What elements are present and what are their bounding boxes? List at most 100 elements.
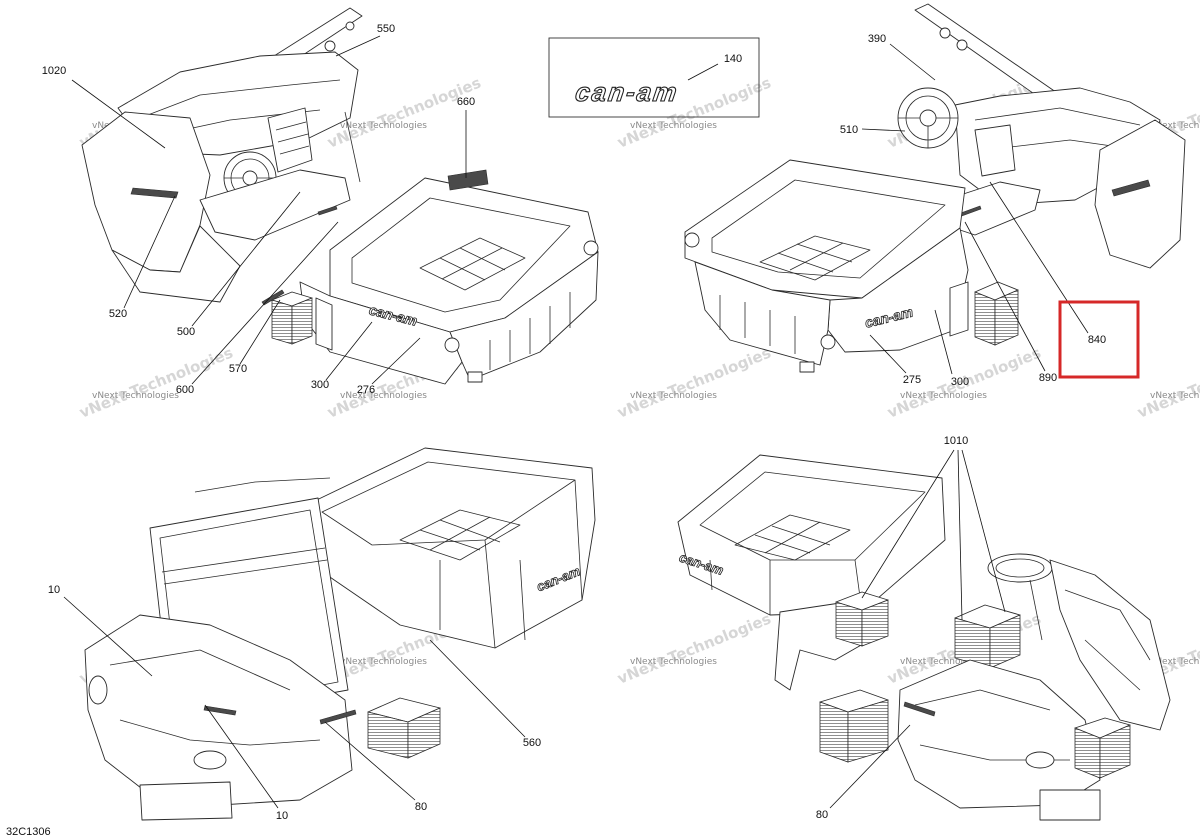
watermark-text: vNext Technologies [630, 657, 717, 667]
watermark-text: vNext Technologies [1150, 391, 1200, 401]
front-bumper [139, 781, 233, 821]
callout-label: 520 [109, 308, 127, 320]
right-fender [1094, 119, 1186, 269]
callout-label: 275 [903, 374, 921, 386]
fender-decal [130, 187, 179, 199]
side-panel [315, 297, 333, 351]
callout-label: 276 [357, 384, 375, 396]
callout-label-highlighted: 840 [1088, 334, 1106, 346]
front-body [897, 659, 1101, 809]
hitch [799, 361, 815, 373]
vehicle-view-exploded: can-am [677, 454, 1171, 821]
cargo-floor-grid [759, 235, 871, 281]
cargo-box: can-am [677, 454, 946, 616]
watermark-text: vNext Technologies [340, 121, 427, 131]
cargo-decal [447, 169, 489, 191]
can-am-logo: can-am [573, 77, 680, 107]
callout-label: 660 [457, 96, 475, 108]
watermark-text: vNext Technologies [92, 391, 179, 401]
hitch [467, 371, 483, 383]
steering-wheel [897, 87, 959, 149]
callout-label: 510 [840, 124, 858, 136]
body-decal [319, 709, 357, 725]
cargo-underbody [449, 251, 599, 381]
watermark-text: vNext Technologies [630, 121, 717, 131]
callout-label: 550 [377, 23, 395, 35]
vehicle-view-windshield: can-am [84, 447, 596, 821]
hood-decal [203, 705, 237, 716]
vehicle-view-front-left: can-am [81, 7, 599, 385]
hood-detail [109, 649, 321, 746]
watermark-text: vNext Technologies [630, 391, 717, 401]
gauge-cluster [267, 107, 313, 173]
callout-label: 500 [177, 326, 195, 338]
callout-label: 80 [816, 809, 828, 821]
callout-label: 890 [1039, 372, 1057, 384]
front-bumper [1039, 789, 1101, 821]
watermark-text: vNext Technologies [77, 344, 236, 422]
decal-stack [954, 604, 1021, 669]
highlight-box [1058, 300, 1140, 379]
gauge-cluster [974, 124, 1016, 177]
decal-stack [271, 291, 313, 345]
watermark-text: vNext Technologies [340, 657, 427, 667]
decal-stack [835, 591, 889, 647]
watermark-text: vNext Technologies [1150, 657, 1200, 667]
roll-bar-clamp [956, 39, 968, 51]
center-console [199, 169, 351, 241]
side-panel [949, 281, 969, 337]
cargo-floor-grid [734, 514, 851, 561]
callout-label: 80 [415, 801, 427, 813]
console-decal [317, 205, 338, 216]
roll-bar-clamp [939, 27, 951, 39]
headlight [193, 750, 227, 770]
callout-label: 1010 [944, 435, 968, 447]
watermark-text: vNext Technologies [900, 657, 987, 667]
watermark-text: vNext Technologies [615, 610, 774, 688]
callout-label: 560 [523, 737, 541, 749]
diagram-code: 32C1306 [6, 826, 51, 838]
callout-label: 600 [176, 384, 194, 396]
tail-light [444, 337, 460, 353]
callout-label: 390 [868, 33, 886, 45]
watermark-text: vNext Technologies [900, 391, 987, 401]
callout-label: 1020 [42, 65, 66, 77]
logo-decal-panel: can-am 140 [548, 37, 760, 118]
tail-light [820, 334, 836, 350]
callout-label: 140 [724, 53, 742, 65]
cargo-box: can-am [299, 447, 596, 649]
callouts-bottom-left: 10 10 560 80 [48, 584, 541, 822]
callout-label: 10 [48, 584, 60, 596]
roll-bar-clamp [324, 40, 336, 52]
dash-side-panel [1049, 559, 1171, 731]
dash-side-detail [1064, 589, 1151, 691]
watermark-text: vNext Technologies [615, 344, 774, 422]
watermark-text: vNext Technologies [340, 391, 427, 401]
roll-bar-clamp [345, 21, 355, 31]
headlight [1025, 751, 1055, 769]
decal-stack [819, 689, 889, 763]
callouts-bottom-right: 1010 80 [816, 435, 1006, 821]
callout-label: 10 [276, 810, 288, 822]
callout-label: 300 [951, 376, 969, 388]
lower-body [111, 225, 241, 303]
callout-label: 300 [311, 379, 329, 391]
cargo-box: can-am [684, 159, 969, 373]
cargo-box: can-am [299, 169, 599, 385]
tail-light [684, 232, 700, 248]
body-decal [903, 701, 936, 717]
decal-stack [367, 697, 441, 759]
logo-decal-frame [548, 37, 760, 118]
decal-stack [974, 281, 1019, 346]
vehicle-view-front-right: can-am [684, 3, 1186, 373]
headlight [88, 675, 108, 705]
callout-label: 570 [229, 363, 247, 375]
windshield-post [344, 111, 361, 183]
rocker-decal [261, 289, 285, 306]
gauge-detail [275, 121, 310, 155]
tail-light [583, 240, 599, 256]
fender-decal [1111, 179, 1151, 197]
windshield-mid-bar [161, 547, 328, 585]
decal-stack [1074, 717, 1131, 779]
